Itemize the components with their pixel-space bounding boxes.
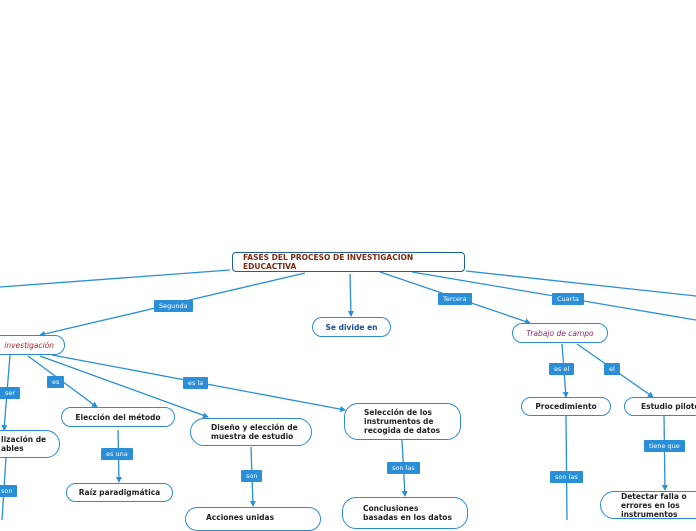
label-es-el: es el — [549, 363, 575, 375]
node-detectar-falla[interactable]: Detectar falla o errores en los instrume… — [600, 491, 696, 519]
label-es: es — [47, 376, 65, 388]
label-son: son — [241, 470, 263, 482]
node-eleccion-metodo-text: Elección del método — [75, 412, 161, 422]
root-topic[interactable]: FASES DEL PROCESO DE INVESTIGACION EDUCA… — [232, 252, 465, 272]
label-es-una: es una — [101, 448, 133, 460]
node-conclusiones[interactable]: Conclusiones basadas en los datos — [342, 497, 468, 529]
node-se-divide-text: Se divide en — [325, 322, 378, 332]
label-tercera: Tercera — [438, 293, 472, 305]
node-procedimiento-text: Procedimiento — [535, 402, 597, 411]
label-segunda: Segunda — [154, 300, 193, 312]
label-tiene-que: tiene que — [644, 440, 685, 452]
node-conclusiones-text: Conclusiones basadas en los datos — [363, 504, 452, 522]
node-operacionalizacion-text: lización de ables — [1, 435, 47, 453]
label-cuarta: Cuarta — [552, 293, 584, 305]
label-el: el — [604, 363, 620, 375]
node-acciones-unidas-text: Acciones unidas — [206, 513, 275, 522]
node-investigacion-text: investigación — [4, 340, 54, 350]
node-procedimiento[interactable]: Procedimiento — [521, 397, 611, 416]
label-son-las-2: son las — [550, 471, 583, 483]
node-seleccion-instrumentos[interactable]: Selección de los instrumentos de recogid… — [344, 403, 461, 440]
node-operacionalizacion[interactable]: lización de ables — [0, 430, 60, 458]
label-son-las: son las — [387, 462, 420, 474]
label-ser-text: ser — [5, 389, 16, 397]
root-topic-text: FASES DEL PROCESO DE INVESTIGACION EDUCA… — [243, 253, 414, 271]
label-ser: ser — [0, 387, 21, 399]
node-estudio-piloto-text: Estudio piloto — [641, 402, 696, 411]
node-diseno-text: Diseño y elección de muestra de estudio — [211, 423, 298, 441]
node-estudio-piloto[interactable]: Estudio piloto — [624, 397, 696, 416]
node-seleccion-instrumentos-text: Selección de los instrumentos de recogid… — [364, 408, 441, 435]
node-eleccion-metodo[interactable]: Elección del método — [61, 407, 175, 427]
node-trabajo-campo-text: Trabajo de campo — [526, 328, 594, 338]
node-trabajo-campo[interactable]: Trabajo de campo — [512, 323, 608, 343]
node-raiz-paradigmatica[interactable]: Raíz paradigmática — [66, 483, 173, 502]
node-diseno[interactable]: Diseño y elección de muestra de estudio — [190, 418, 312, 446]
node-se-divide[interactable]: Se divide en — [312, 317, 391, 337]
node-acciones-unidas[interactable]: Acciones unidas — [185, 507, 321, 531]
label-son-left: son — [0, 485, 18, 497]
node-investigacion[interactable]: investigación — [0, 335, 65, 355]
node-detectar-falla-text: Detectar falla o errores en los instrume… — [621, 491, 687, 519]
label-es-la: es la — [183, 377, 209, 389]
node-raiz-paradigmatica-text: Raíz paradigmática — [78, 488, 161, 497]
